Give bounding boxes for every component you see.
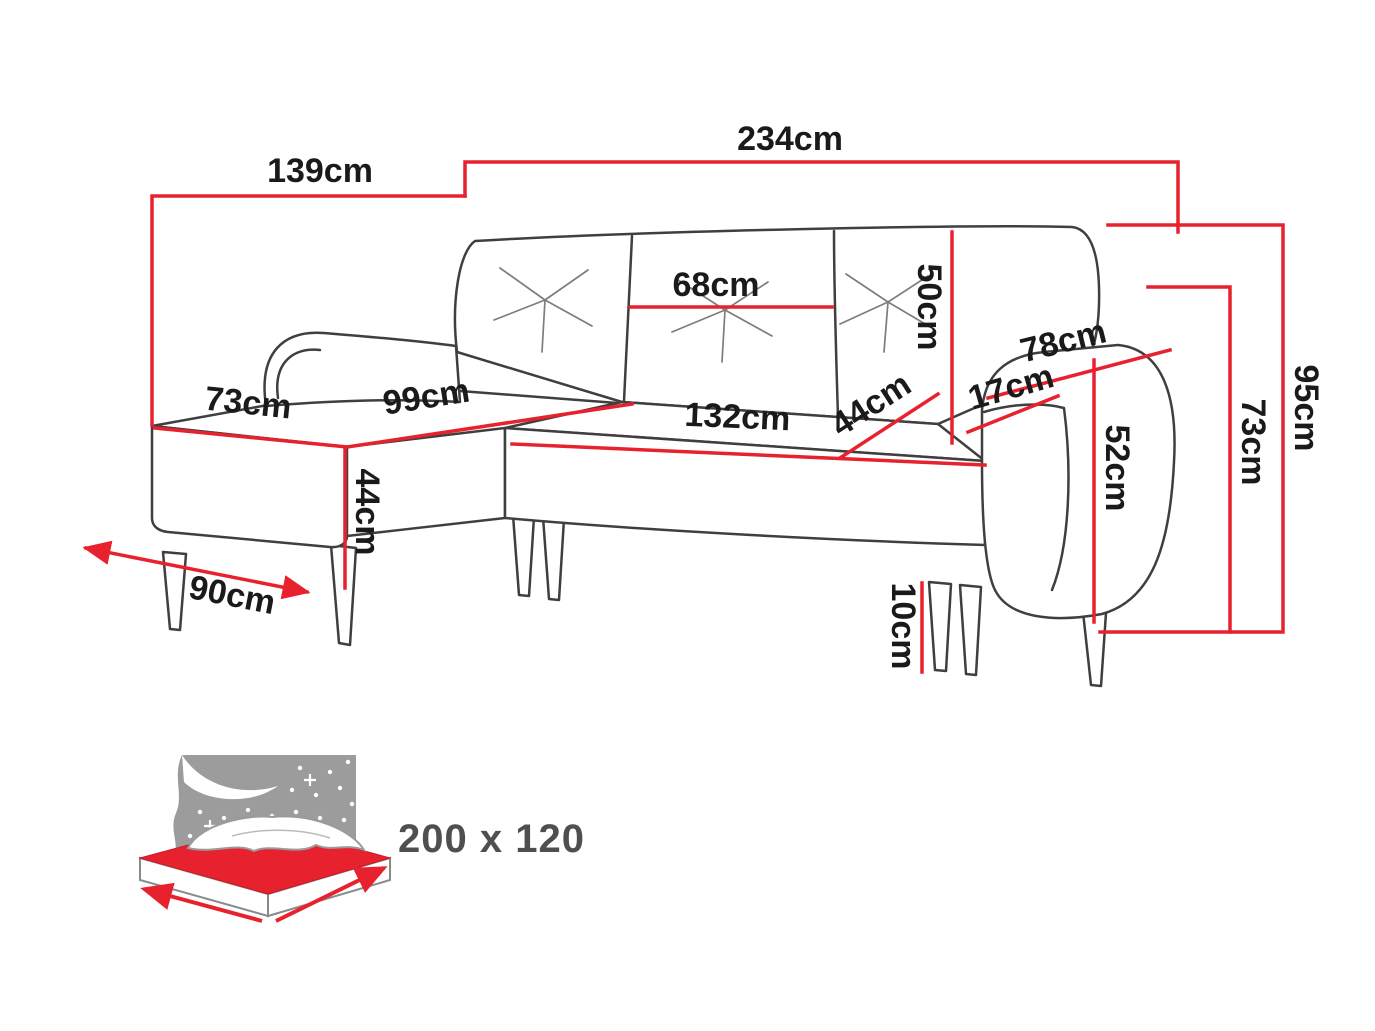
dim-label-73-chaise: 73cm [203,380,293,427]
dim-line-234 [463,160,1180,234]
right-armrest [980,343,1176,620]
pillow-crease [231,829,331,839]
dim-label-139: 139cm [267,152,373,190]
dim-label-52: 52cm [1098,425,1136,512]
size-arrow-length [140,882,263,923]
sofa-outline [150,225,1176,688]
dim-line-99 [345,402,634,449]
dim-line-73-chaise [153,426,349,449]
dim-line-73-right [1146,285,1232,634]
pillow [186,815,367,853]
size-arrow-width [275,866,388,923]
dim-label-44-height: 44cm [348,469,386,556]
dim-line-78 [985,347,1173,401]
dim-label-132: 132cm [684,396,791,439]
seat-front [503,426,987,547]
dim-line-17 [965,393,1061,435]
sofa-leg [511,513,536,598]
cushion-tufts [493,267,933,363]
right-armrest-inner [982,403,1070,592]
dim-label-90: 90cm [186,568,279,622]
dim-line-44-depth [837,391,941,461]
backdrop-curl [182,755,278,800]
sofa-leg [541,515,566,602]
left-armrest-roll [276,348,322,400]
dimension-lines [82,160,1285,674]
dim-label-68: 68cm [673,266,760,304]
dim-line-95 [1098,223,1285,634]
left-armrest [263,331,462,408]
sofa-leg [958,583,983,677]
dim-line-139 [150,194,467,427]
dim-label-95: 95cm [1287,365,1325,452]
dim-label-10: 10cm [884,583,922,670]
dim-label-50: 50cm [910,264,948,351]
cushion-divider [622,234,634,403]
sleeping-area-icon: 200 x 120 [138,755,585,923]
sofa-leg [927,580,953,673]
sleeping-area-label: 200 x 120 [398,817,585,861]
dim-label-73-right: 73cm [1234,399,1272,486]
sofa-leg [329,543,358,647]
dim-label-234: 234cm [737,120,843,158]
dim-line-132 [510,442,987,467]
cushion-divider [832,229,840,420]
dim-line-90 [82,540,311,600]
